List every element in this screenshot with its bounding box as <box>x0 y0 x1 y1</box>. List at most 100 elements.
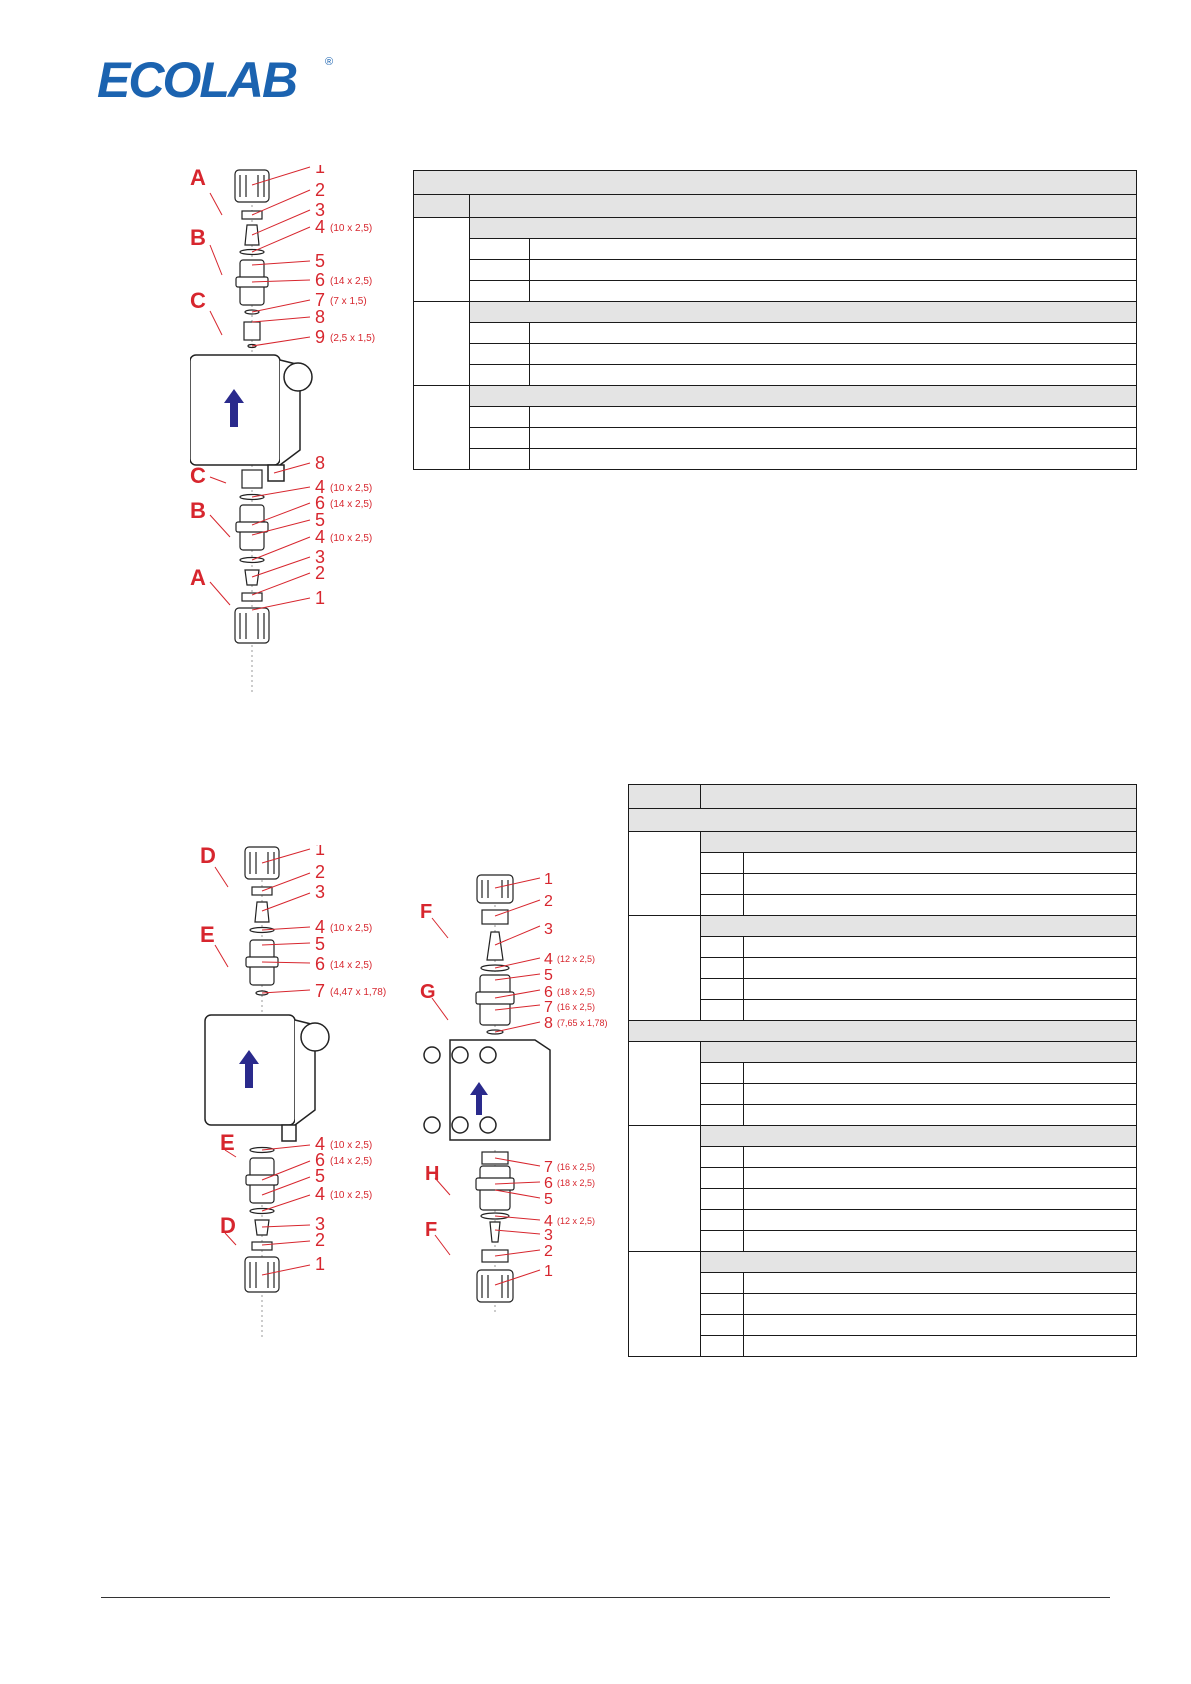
fig3-part-size: (12 x 2,5) <box>557 954 595 964</box>
fig2-flow-arrow-icon <box>239 1050 259 1088</box>
table-row <box>629 957 1137 979</box>
table-row <box>628 1041 1137 1126</box>
fig1-pump-knob <box>283 362 313 392</box>
fig1-part-size: (14 x 2,5) <box>330 499 372 510</box>
fig2-pump-knob <box>300 1022 330 1052</box>
table-cell <box>413 194 470 218</box>
fig3-part-number: 2 <box>544 1243 553 1260</box>
table-cell <box>700 1209 744 1231</box>
fig3-part-number: 3 <box>544 1227 553 1244</box>
fig1-group-label: C <box>190 463 206 488</box>
table-cell <box>743 1104 1137 1126</box>
parts-table-1 <box>413 170 1137 470</box>
table-group-cell <box>628 1125 701 1252</box>
table-cell <box>743 1293 1137 1315</box>
table-group-cell <box>628 1251 701 1357</box>
fig3-part-number: 4 <box>544 951 553 968</box>
table-row <box>414 343 1137 365</box>
fig1-part-number: 8 <box>315 307 325 327</box>
table-row <box>414 448 1137 470</box>
table-cell <box>529 427 1137 449</box>
table-cell <box>743 957 1137 979</box>
fig1-group-label: B <box>190 498 206 523</box>
table-cell <box>743 1062 1137 1084</box>
fig3-part-number: 3 <box>544 921 553 938</box>
fig2-part-number: 5 <box>315 934 325 954</box>
table-row <box>413 217 1137 302</box>
fig1-part-number: 2 <box>315 180 325 200</box>
figure1-exploded-view: A B C C B A 1 2 3 4 5 6 7 8 9 8 4 6 5 4 … <box>190 165 375 695</box>
table-row <box>629 852 1137 874</box>
fig3-pump-body <box>449 1039 551 1141</box>
table-row <box>414 259 1137 281</box>
fig3-part-size: (16 x 2,5) <box>557 1162 595 1172</box>
table-row <box>629 1146 1137 1168</box>
table-cell <box>700 1293 744 1315</box>
table-cell <box>469 238 530 260</box>
table-subheader <box>700 1041 1137 1063</box>
fig1-part-size: (10 x 2,5) <box>330 533 372 544</box>
fig2-part-number: 2 <box>315 1230 325 1250</box>
fig3-lower-cone <box>489 1221 501 1243</box>
fig3-part-number: 1 <box>544 1263 553 1280</box>
table-row <box>413 194 1137 218</box>
table-cell <box>743 852 1137 874</box>
fig2-lower-ring <box>251 1241 273 1251</box>
fig3-part-number: 6 <box>544 1175 553 1192</box>
table-cell <box>743 1272 1137 1294</box>
fig1-part-number: 6 <box>315 493 325 513</box>
fig3-group-label: H <box>425 1163 439 1185</box>
table-cell <box>743 873 1137 895</box>
fig1-part-size: (14 x 2,5) <box>330 276 372 287</box>
fig3-part-number: 1 <box>544 871 553 888</box>
fig2-part-number: 6 <box>315 1150 325 1170</box>
table-cell <box>700 1062 744 1084</box>
fig1-part-number: 1 <box>315 165 325 177</box>
fig1-lower-nut-ribs <box>239 613 265 639</box>
fig1-part-size: (2,5 x 1,5) <box>330 333 375 344</box>
table-cell <box>700 1230 744 1252</box>
table-row <box>629 978 1137 1000</box>
table-subheader <box>469 385 1137 407</box>
ecolab-logo: ECOLAB ® <box>97 52 333 103</box>
table-section-header <box>628 808 1137 832</box>
fig1-part-number: 9 <box>315 327 325 347</box>
table-cell <box>700 894 744 916</box>
fig1-group-label: C <box>190 288 206 313</box>
table-cell <box>743 999 1137 1021</box>
fig1-group-label: A <box>190 565 206 590</box>
fig2-cone <box>254 901 270 923</box>
fig2-part-number: 3 <box>315 1214 325 1234</box>
fig2-part-size: (10 x 2,5) <box>330 923 372 934</box>
table-cell <box>529 322 1137 344</box>
fig3-fitting-icon <box>451 1116 469 1134</box>
table-row <box>629 1062 1137 1084</box>
fig3-part-size: (7,65 x 1,78) <box>557 1018 608 1028</box>
table-row <box>413 385 1137 470</box>
table-group-cell <box>628 831 701 916</box>
table-row <box>629 1104 1137 1126</box>
table-cell <box>743 1188 1137 1210</box>
table-row <box>629 1209 1137 1231</box>
table-subheader <box>700 1125 1137 1147</box>
fig1-part-number: 8 <box>315 453 325 473</box>
fig3-nut-ribs <box>481 880 509 898</box>
fig1-part-number: 7 <box>315 290 325 310</box>
table-row <box>414 406 1137 428</box>
fig3-part-number: 5 <box>544 967 553 984</box>
fig1-lower-seat <box>241 469 263 489</box>
fig1-lower-ring <box>241 592 263 602</box>
table-cell <box>469 406 530 428</box>
table-cell <box>628 784 701 809</box>
table-row <box>628 784 1137 809</box>
fig3-part-size: (18 x 2,5) <box>557 987 595 997</box>
table-row <box>629 873 1137 895</box>
table-cell <box>743 1314 1137 1336</box>
fig1-nut-ribs <box>239 175 265 197</box>
fig3-part-number: 7 <box>544 999 553 1016</box>
fig2-part-size: (4,47 x 1,78) <box>330 987 386 998</box>
table-cell <box>529 406 1137 428</box>
fig1-part-size: (10 x 2,5) <box>330 483 372 494</box>
fig2-pump-outlet <box>281 1124 297 1142</box>
table-cell <box>743 1083 1137 1105</box>
